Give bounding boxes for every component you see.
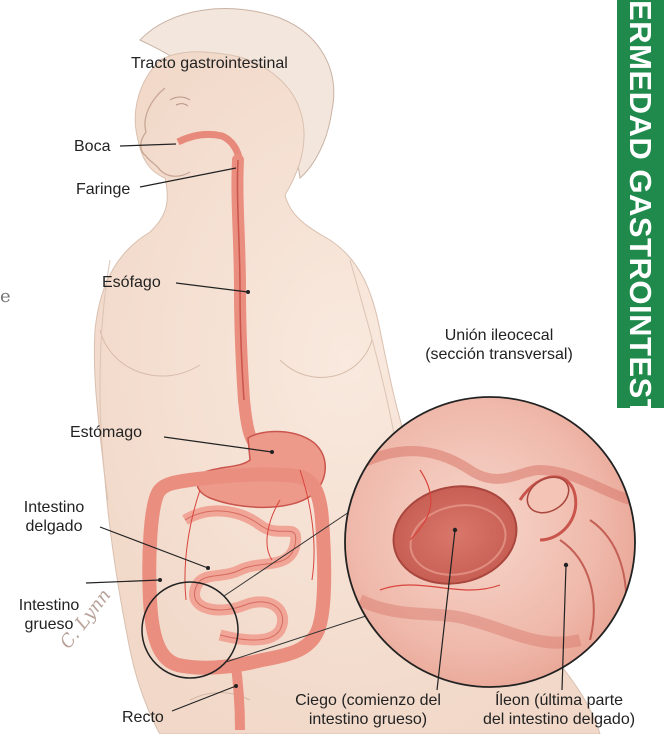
label-union-ileocecal-line1: Unión ileocecal <box>400 326 598 345</box>
label-intestino-delgado-line2: delgado <box>8 517 100 536</box>
label-intestino-grueso-line1: Intestino <box>4 596 94 615</box>
label-ciego: Ciego (comienzo del intestino grueso) <box>276 691 460 729</box>
label-union-ileocecal: Unión ileocecal (sección transversal) <box>400 326 598 364</box>
label-union-ileocecal-line2: (sección transversal) <box>400 345 598 364</box>
label-ileon-line2: del intestino delgado) <box>458 710 660 729</box>
label-intestino-grueso: Intestino grueso <box>4 596 94 634</box>
label-intestino-grueso-line2: grueso <box>4 615 94 634</box>
label-intestino-delgado-line1: Intestino <box>8 498 100 517</box>
label-ciego-line2: intestino grueso) <box>276 710 460 729</box>
label-boca: Boca <box>74 137 110 156</box>
label-recto: Recto <box>122 708 164 727</box>
label-ciego-line1: Ciego (comienzo del <box>276 691 460 710</box>
title-label: Tracto gastrointestinal <box>131 54 288 73</box>
side-banner: ERMEDAD GASTROINTESTINAL <box>617 0 664 408</box>
label-ileon-line1: Íleon (última parte <box>458 691 660 710</box>
label-esofago: Esófago <box>102 273 161 292</box>
label-intestino-delgado: Intestino delgado <box>8 498 100 536</box>
stray-mark: e <box>0 286 11 307</box>
label-estomago: Estómago <box>70 423 142 442</box>
label-faringe: Faringe <box>76 180 130 199</box>
ileocecal-cross-section <box>345 397 635 687</box>
label-ileon: Íleon (última parte del intestino delgad… <box>458 691 660 729</box>
side-banner-text: ERMEDAD GASTROINTESTINAL <box>617 0 664 408</box>
